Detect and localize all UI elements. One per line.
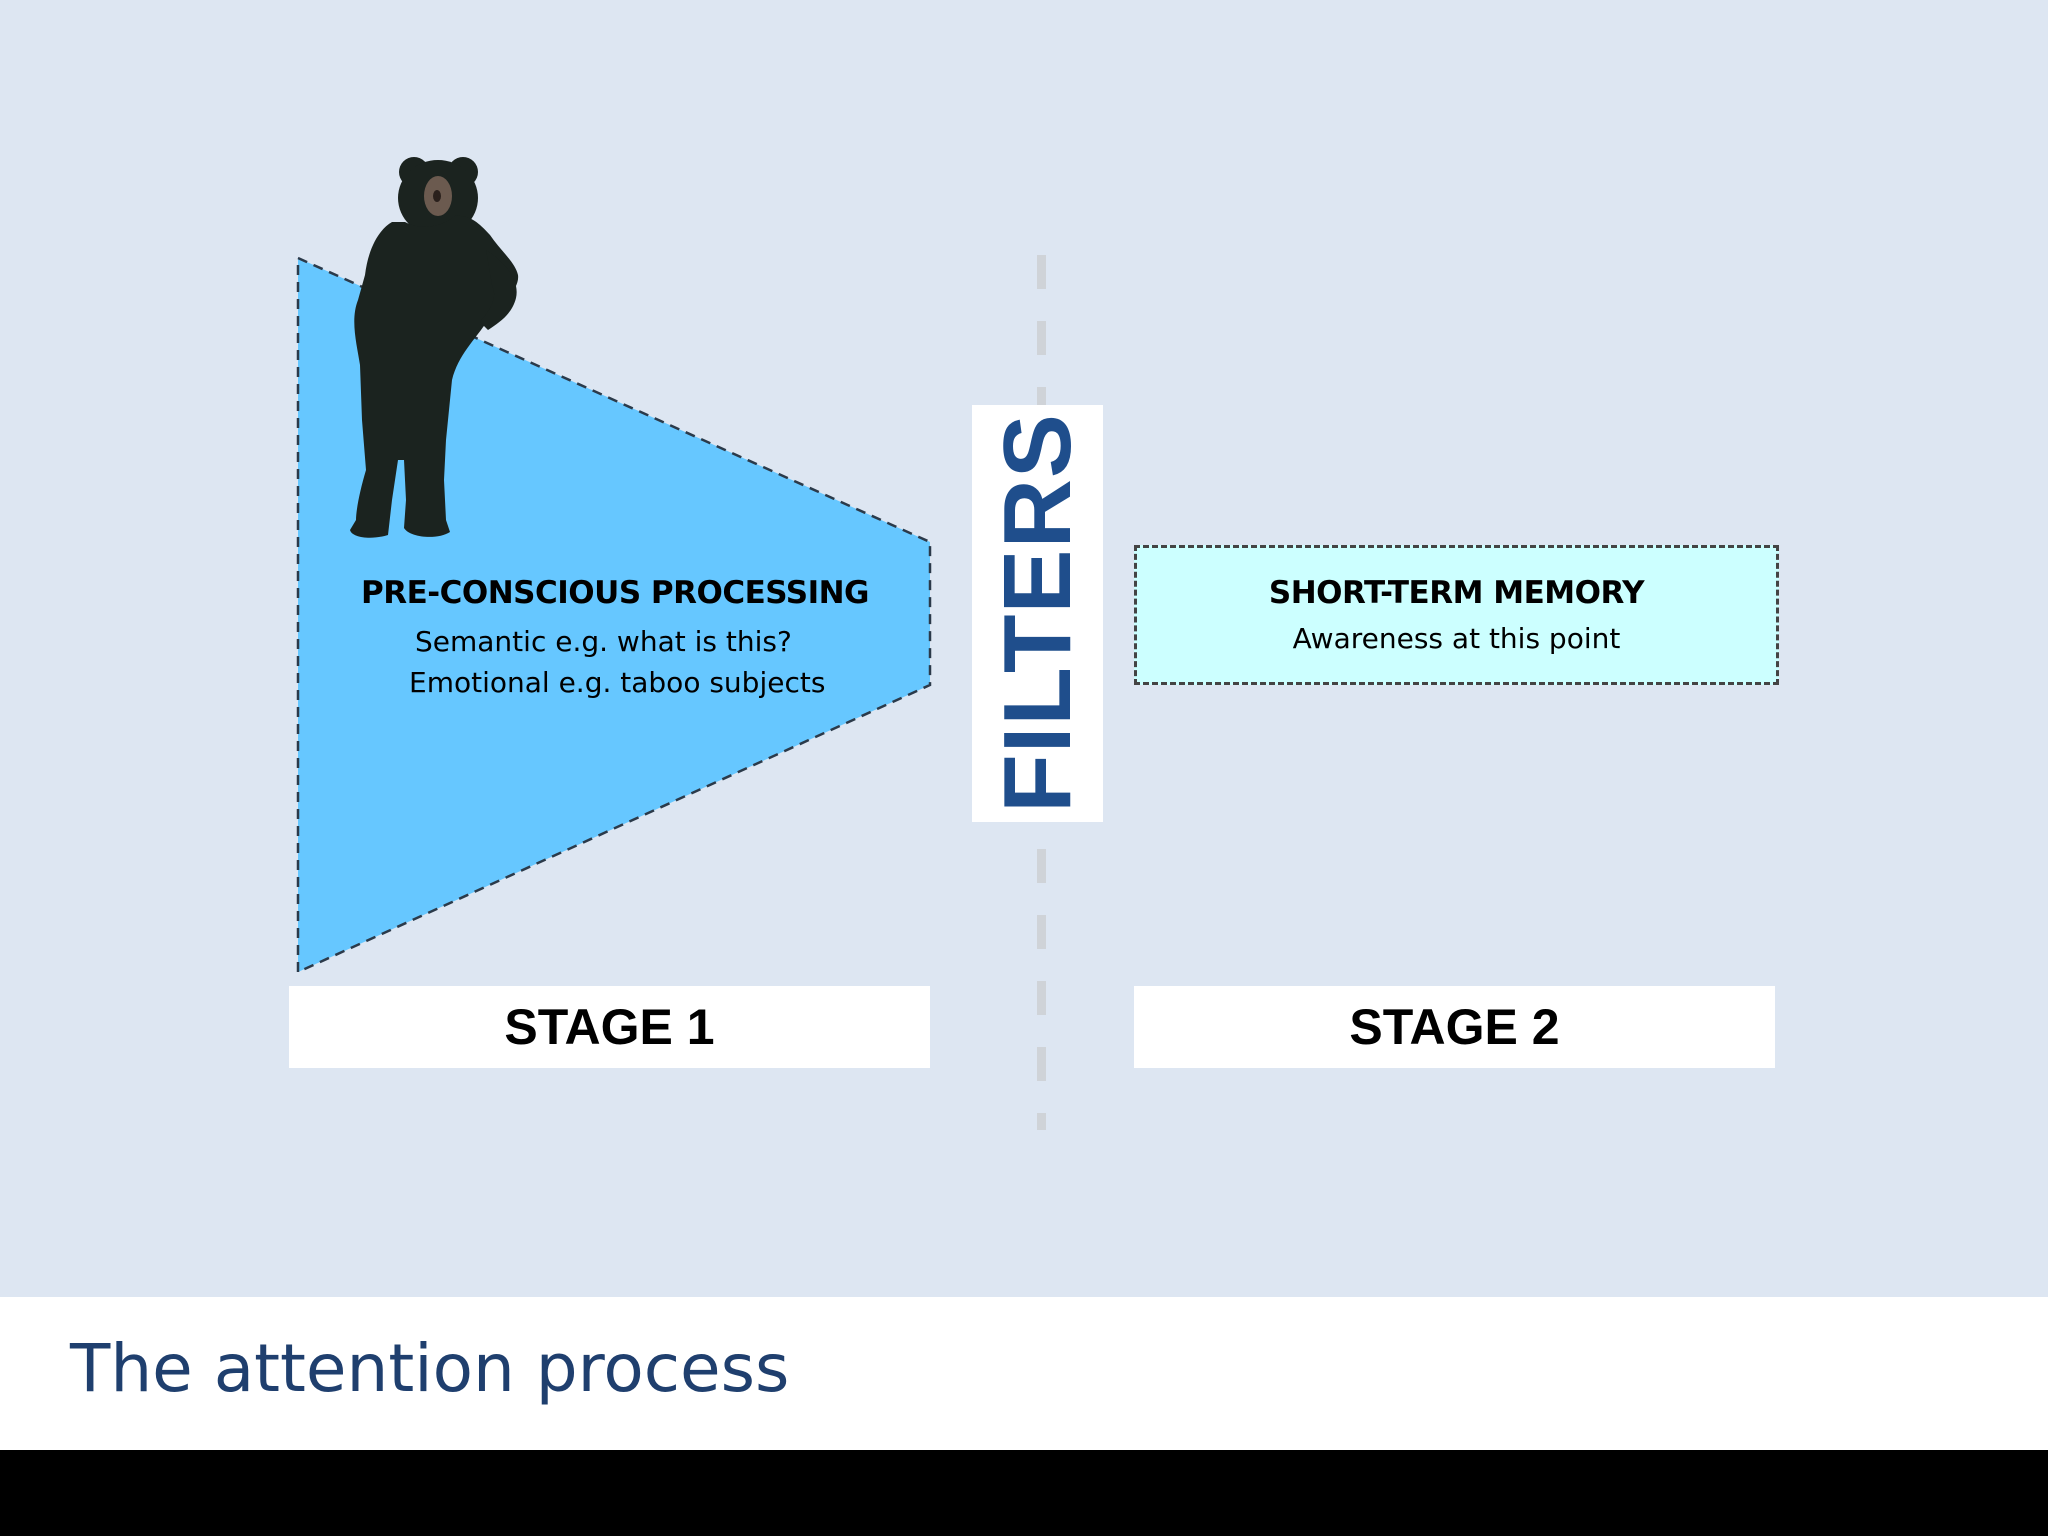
pre-conscious-funnel xyxy=(296,256,932,974)
person-in-bear-costume-icon xyxy=(350,157,519,538)
short-term-memory-heading: SHORT-TERM MEMORY xyxy=(1268,575,1645,611)
short-term-memory-box: SHORT-TERM MEMORY Awareness at this poin… xyxy=(1134,545,1779,685)
funnel-shape xyxy=(296,256,932,974)
stage-1-label: STAGE 1 xyxy=(289,986,930,1068)
stage-2-label: STAGE 2 xyxy=(1134,986,1775,1068)
pre-conscious-heading: PRE-CONSCIOUS PROCESSING xyxy=(361,575,870,611)
slide: PRE-CONSCIOUS PROCESSING Semantic e.g. w… xyxy=(0,0,2048,1450)
filters-box xyxy=(972,405,1103,822)
diagram-area: PRE-CONSCIOUS PROCESSING Semantic e.g. w… xyxy=(0,0,2048,1297)
emotional-line: Emotional e.g. taboo subjects xyxy=(409,666,826,699)
awareness-text: Awareness at this point xyxy=(1292,622,1621,655)
slide-title: The attention process xyxy=(70,1330,790,1407)
filters-label: FILTERS xyxy=(984,413,1091,813)
semantic-line: Semantic e.g. what is this? xyxy=(415,625,792,658)
